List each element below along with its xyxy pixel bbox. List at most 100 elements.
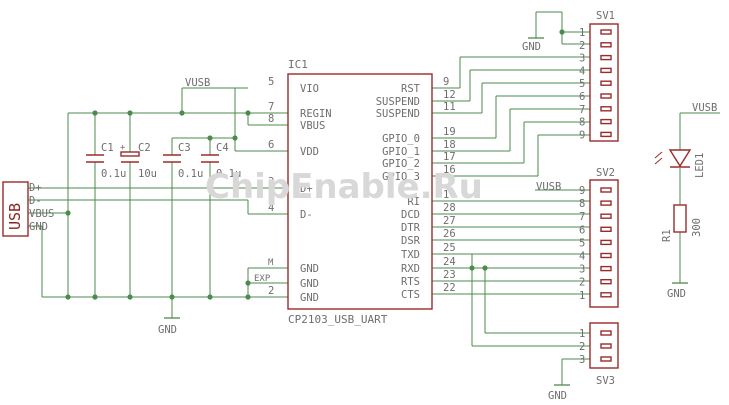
gnd-label-caps: GND xyxy=(158,324,177,336)
header-pin-pad xyxy=(600,93,612,99)
gnd-label-sv3: GND xyxy=(548,390,567,402)
header-pin-pad xyxy=(600,343,612,349)
header-pin-num: 5 xyxy=(579,237,585,249)
header-pin-num: 9 xyxy=(579,129,585,141)
c2-polarity-mark: + xyxy=(120,143,126,153)
header-pin-num: 3 xyxy=(579,354,585,366)
header-pin-pad xyxy=(600,187,612,193)
ic-right-pin-name: GPIO_1 xyxy=(382,146,420,158)
ic-right-pin-name: GPIO_3 xyxy=(382,171,420,183)
ic-left-pin-name: VDD xyxy=(300,146,319,158)
ic-right-pins: RST9SUSPEND12SUSPEND11GPIO_019GPIO_118GP… xyxy=(376,76,456,301)
header-pin-num: 3 xyxy=(579,264,585,276)
header-pin-num: 6 xyxy=(579,224,585,236)
header-pin-pad xyxy=(600,356,612,362)
ic-right-pin-name: SUSPEND xyxy=(376,96,420,108)
c1-ref: C1 xyxy=(101,142,114,154)
ic-right-pin-name: CTS xyxy=(401,289,420,301)
ic-ref: IC1 xyxy=(288,58,308,71)
ic-right-pin-num: 9 xyxy=(443,76,449,88)
c4-value: 0.1u xyxy=(216,168,241,180)
ic-right-pin-name: DCD xyxy=(401,209,420,221)
header-pin-pad xyxy=(600,226,612,233)
ic-left-pin-num: 4 xyxy=(268,202,274,214)
header-pin-pad xyxy=(600,279,612,285)
ic-value: CP2103_USB_UART xyxy=(288,313,388,326)
header-pin-num: 9 xyxy=(579,185,585,197)
header-pin-num: 8 xyxy=(579,117,585,129)
sv3-pins: 123 xyxy=(579,328,612,366)
ic-right-pin-num: 16 xyxy=(443,164,456,176)
ic-right-pin-num: 19 xyxy=(443,126,456,138)
c2-ref: C2 xyxy=(138,142,151,154)
c4-ref: C4 xyxy=(216,142,229,154)
vusb-label-led: VUSB xyxy=(692,102,717,114)
resistor-symbol: R1 300 xyxy=(661,204,703,242)
sv1-ref: SV1 xyxy=(596,10,615,22)
usb-pin-dplus: D+ xyxy=(29,182,42,194)
ic-left-pin-num: 3 xyxy=(268,176,274,188)
header-pin-num: 8 xyxy=(579,198,585,210)
header-pin-num: 2 xyxy=(579,341,585,353)
header-pin-num: 1 xyxy=(579,27,585,39)
ic-right-pin-name: RST xyxy=(401,83,421,95)
usb-connector-label: USB xyxy=(6,203,24,230)
usb-pin-vbus: VBUS xyxy=(29,208,54,220)
sv2-ref: SV2 xyxy=(596,167,615,179)
header-pin-num: 2 xyxy=(579,277,585,289)
ic-right-pin-name: SUSPEND xyxy=(376,108,420,120)
header-pin-pad xyxy=(600,213,612,219)
ic-left-pin-name: D+ xyxy=(300,183,313,195)
ic-right-pin-num: 25 xyxy=(443,242,456,254)
ic-left-pin-num: 5 xyxy=(268,76,274,88)
ic-left-pin-name: D- xyxy=(300,209,313,221)
header-pin-num: 1 xyxy=(579,290,585,302)
header-pin-pad xyxy=(600,67,612,74)
header-pin-num: 6 xyxy=(579,91,585,103)
ic-right-pin-name: TXD xyxy=(401,249,420,261)
header-pin-pad xyxy=(600,118,612,125)
header-pin-pad xyxy=(600,292,612,298)
header-pin-num: 7 xyxy=(579,104,585,116)
usb-pin-dminus: D- xyxy=(29,195,42,207)
header-pin-num: 5 xyxy=(579,78,585,90)
watermark: ChipEnable.Ru xyxy=(205,167,483,207)
ic-right-pin-num: 17 xyxy=(443,151,456,163)
header-pin-pad xyxy=(600,200,612,206)
ic-gnd-mark-exp: EXP xyxy=(254,274,271,284)
resistor-ref: R1 xyxy=(661,229,673,242)
sv3-ref: SV3 xyxy=(596,375,615,387)
ic-left-pin-name: VIO xyxy=(300,83,319,95)
ic-left-pin-num: 8 xyxy=(268,113,274,125)
ic-right-pin-name: GPIO_0 xyxy=(382,133,420,145)
ic-right-pin-name: RI xyxy=(407,196,420,208)
gnd-label-sv1: GND xyxy=(522,41,541,53)
vusb-label-top: VUSB xyxy=(185,77,210,89)
header-pin-pad xyxy=(600,29,612,35)
header-pin-pad xyxy=(600,131,612,138)
led-ref: LED1 xyxy=(694,153,706,178)
header-pin-pad xyxy=(600,330,612,336)
ic-right-pin-num: 11 xyxy=(443,101,456,113)
header-pin-num: 4 xyxy=(579,251,585,263)
ground-symbols xyxy=(164,37,688,386)
c3-value: 0.1u xyxy=(178,168,203,180)
ic-right-pin-name: RXD xyxy=(401,263,420,275)
ic-right-pin-num: 26 xyxy=(443,228,456,240)
ic-right-pin-num: 18 xyxy=(443,139,456,151)
c3-ref: C3 xyxy=(178,142,191,154)
ic-right-pin-name: DSR xyxy=(401,235,421,247)
ic-left-pin-name: GND xyxy=(300,292,319,304)
capacitor-symbols xyxy=(86,151,219,163)
header-pin-pad xyxy=(600,239,612,246)
header-pin-num: 7 xyxy=(579,211,585,223)
gnd-label-led: GND xyxy=(667,288,686,300)
header-pin-num: 4 xyxy=(579,65,585,77)
